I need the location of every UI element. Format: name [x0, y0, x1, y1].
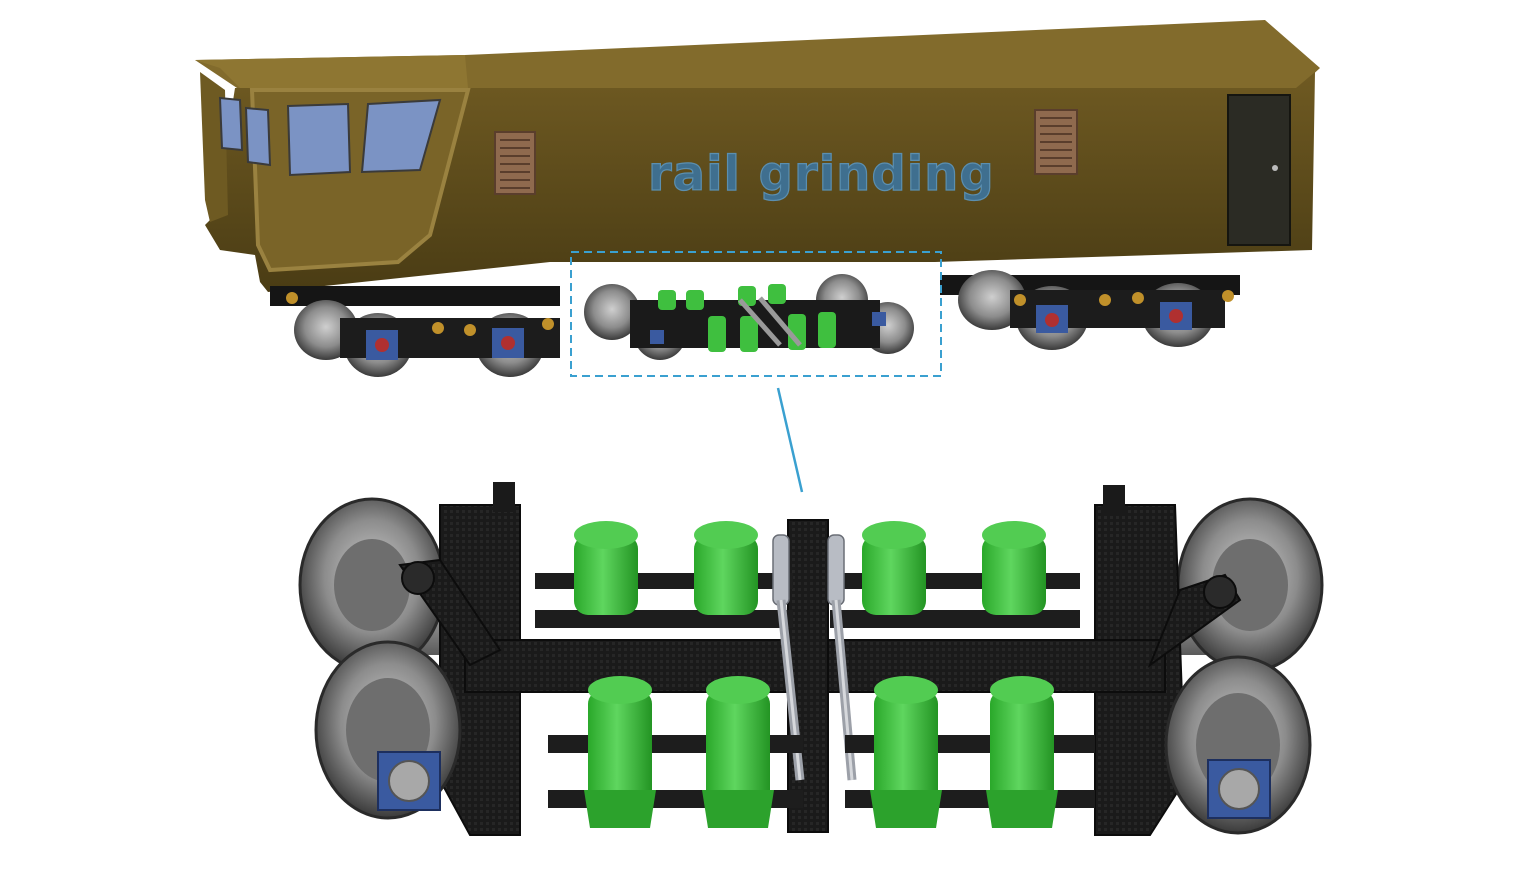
- vent-left: [494, 131, 536, 195]
- grinding-motor-rear-4: [982, 521, 1046, 615]
- small-grinding-unit: [584, 274, 914, 360]
- car-cab: [195, 55, 468, 88]
- top-bogie-left: [270, 286, 560, 377]
- axle-box-icon: [377, 751, 441, 811]
- top-bogie-right: [940, 270, 1240, 350]
- axle-box-right: [1207, 759, 1271, 819]
- vent-right: [1034, 109, 1078, 175]
- car-door: [1227, 94, 1291, 246]
- grinding-motor-front-2: [702, 676, 774, 828]
- callout-box: [570, 251, 942, 377]
- car-label: rail grinding: [648, 146, 995, 202]
- grinding-motor-rear-2: [694, 521, 758, 615]
- grinding-bogie-detail: [298, 482, 1324, 836]
- grinding-motor-front-1: [584, 676, 656, 828]
- frame-center-beam: [787, 519, 829, 833]
- callout-leader: [776, 387, 804, 493]
- door-handle: [1272, 165, 1278, 171]
- grinding-motor-front-3: [870, 676, 942, 828]
- grinding-car: rail grinding: [195, 20, 1320, 292]
- cab-window-3: [286, 102, 352, 177]
- grinding-motor-icon: [574, 521, 638, 615]
- car-roof: [195, 20, 1320, 90]
- cab-window-4: [360, 98, 442, 174]
- grinding-motor-rear-3: [862, 521, 926, 615]
- cab-window-2: [244, 106, 272, 167]
- cab-window-1: [218, 96, 244, 152]
- grinding-motor-front-4: [986, 676, 1058, 828]
- wheel-back-right: [1176, 497, 1324, 673]
